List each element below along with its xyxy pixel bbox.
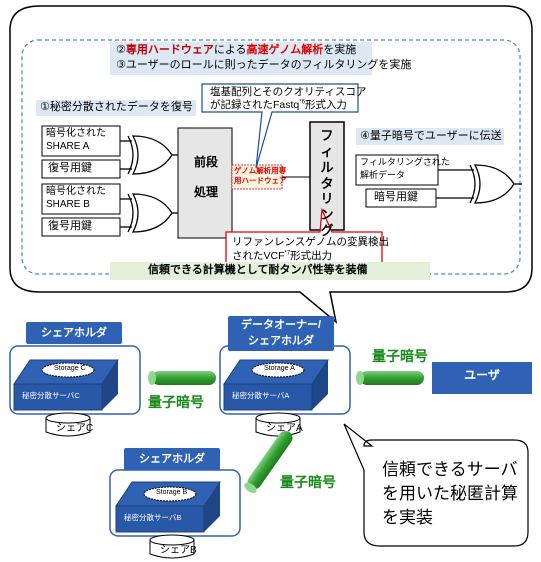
- storage-c-icon: [41, 362, 95, 378]
- vcf-line1: リファンレンスゲノムの変異検出: [232, 236, 389, 248]
- share-b-box: [41, 183, 121, 215]
- holder-center-line1: データオーナー/: [240, 319, 322, 331]
- vcf-post: 形式出力: [290, 250, 333, 262]
- user-box: [432, 362, 532, 394]
- step2-part3: 高速ゲノム解析: [246, 44, 324, 56]
- storage-a-icon: [251, 362, 305, 378]
- preprocess-line2: 処理: [194, 185, 219, 199]
- filtering-box: [309, 121, 345, 231]
- fastq-line2: が記録されたFastq*6形式入力: [210, 99, 347, 111]
- fastq-pre: が記録されたFastq: [210, 99, 300, 111]
- step2-part2: による: [213, 44, 247, 56]
- outer-balloon: [9, 5, 533, 324]
- key-a-label: 復号用鍵: [48, 162, 92, 174]
- step4-bg: [356, 128, 504, 145]
- xor-gate-b: [120, 193, 178, 233]
- filtered-label1: フィルタリングされた: [360, 157, 450, 167]
- share-a-label2: SHARE A: [46, 141, 90, 152]
- holder-center-label: データオーナー/ シェアホルダ: [228, 316, 334, 351]
- vcf-sup: *7: [284, 250, 291, 257]
- share-b-label: シェアB: [160, 545, 197, 556]
- fastq-sup: *6: [299, 99, 305, 106]
- trusted-line1: 信頼できるサーバ: [382, 460, 518, 479]
- storage-c-label: Storage C: [54, 365, 86, 372]
- holder-bottom-label: シェアホルダ: [124, 448, 220, 470]
- bottom-banner-text: 信頼できる計算機として耐タンパ性等を装備: [148, 264, 368, 276]
- storage-b-icon: [143, 486, 197, 502]
- xor-gate-a: [120, 135, 178, 175]
- share-c-label: シェアC: [56, 423, 94, 434]
- trusted-line3: を実装: [382, 508, 433, 527]
- key-b-label: 復号用鍵: [48, 220, 92, 232]
- vcf-line2: されたVCF*7形式出力: [232, 250, 332, 262]
- quantum-pipe-a-b: [244, 430, 293, 494]
- holder-center-line2: シェアホルダ: [248, 335, 314, 347]
- inner-frame: [21, 39, 521, 275]
- share-a-label: シェアA: [266, 423, 303, 434]
- server-b-label: 秘密分散サーバB: [124, 513, 182, 522]
- step2-part1: 専用ハードウェア: [125, 44, 214, 56]
- vcf-pre: されたVCF: [232, 250, 285, 262]
- share-b-label1: 暗号化された: [46, 186, 106, 197]
- genome-hw-line1: ゲノム解析用専: [234, 166, 287, 175]
- quantum-pipe-a-user: [356, 371, 424, 385]
- enc-key-label: 暗号用鍵: [374, 191, 418, 203]
- trusted-line2: を用いた秘匿計算: [382, 484, 518, 503]
- share-a-label1: 暗号化された: [46, 128, 106, 139]
- trusted-callout: [343, 423, 529, 547]
- step2-prefix: ②: [116, 44, 126, 56]
- step2-line: ②専用ハードウェアによる高速ゲノム解析を実施: [116, 44, 356, 57]
- fastq-line1: 塩基配列とそのクオリティスコア: [210, 86, 367, 98]
- genome-hw-line2: 用ハードウェア: [234, 176, 287, 185]
- server-a-label: 秘密分散サーバA: [232, 391, 290, 400]
- quantum-label-1: 量子暗号: [148, 394, 204, 410]
- quantum-label-2: 量子暗号: [372, 348, 428, 364]
- quantum-label-3: 量子暗号: [280, 474, 336, 490]
- preprocess-line1: 前段: [194, 155, 219, 169]
- server-c-label: 秘密分散サーバC: [22, 391, 80, 400]
- step23-bg: [110, 42, 372, 75]
- fastq-post: 形式入力: [304, 99, 347, 111]
- share-b-label2: SHARE B: [46, 199, 90, 210]
- xor-gate-out: [436, 164, 522, 204]
- preprocess-box: [177, 127, 233, 239]
- filtered-label2: 解析データ: [360, 170, 406, 180]
- storage-a-label: Storage A: [264, 365, 295, 372]
- step4-line: ④量子暗号でユーザーに伝送: [360, 130, 502, 142]
- step1-line: ①秘密分散されたデータを復号: [40, 101, 193, 113]
- filtering-label: フィルタリング: [320, 128, 334, 239]
- callout-fastq: [201, 83, 359, 169]
- server-a-slab: [223, 359, 329, 411]
- holder-left-label: シェアホルダ: [26, 322, 122, 344]
- user-label: ユーザ: [464, 368, 500, 382]
- step1-bg: [36, 100, 196, 116]
- bottom-banner-bg: [110, 262, 430, 280]
- step3-line: ③ユーザーのロールに則ったデータのフィルタリングを実施: [116, 59, 412, 71]
- storage-b-label: Storage B: [156, 489, 188, 496]
- step2-part4: を実施: [323, 44, 357, 56]
- quantum-pipe-c-a: [148, 371, 216, 385]
